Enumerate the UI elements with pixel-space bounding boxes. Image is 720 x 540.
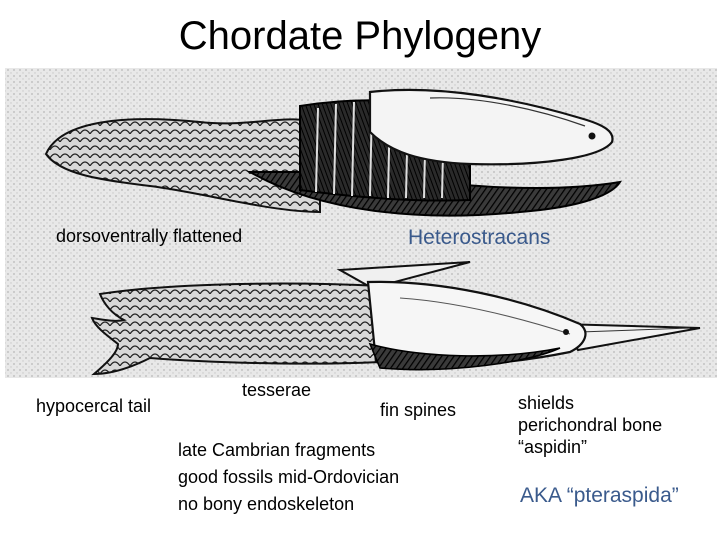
notes-list: late Cambrian fragments good fossils mid… — [178, 437, 399, 518]
label-fin-spines: fin spines — [380, 400, 457, 420]
note-item: late Cambrian fragments — [178, 440, 376, 460]
shields-notes: shields perichondral bone “aspidin” — [518, 392, 662, 458]
shields-line: perichondral bone — [518, 415, 663, 435]
label-aka-pteraspida: AKA “pteraspida” — [520, 484, 679, 507]
label-tesserae: tesserae — [242, 380, 312, 400]
note-item: no bony endoskeleton — [178, 494, 355, 514]
slide-title: Chordate Phylogeny — [178, 14, 542, 58]
label-hypocercal-tail: hypocercal tail — [36, 396, 152, 416]
label-heterostracans: Heterostracans — [408, 226, 551, 249]
label-dorsoventrally-flattened: dorsoventrally flattened — [56, 226, 243, 246]
lower-fish-drawing — [90, 261, 701, 376]
upper-fish-drawing — [44, 88, 623, 217]
shields-line: “aspidin” — [518, 437, 588, 457]
heterostracan-illustration — [5, 68, 717, 378]
note-item: good fossils mid-Ordovician — [178, 467, 400, 487]
shields-line: shields — [518, 393, 575, 413]
